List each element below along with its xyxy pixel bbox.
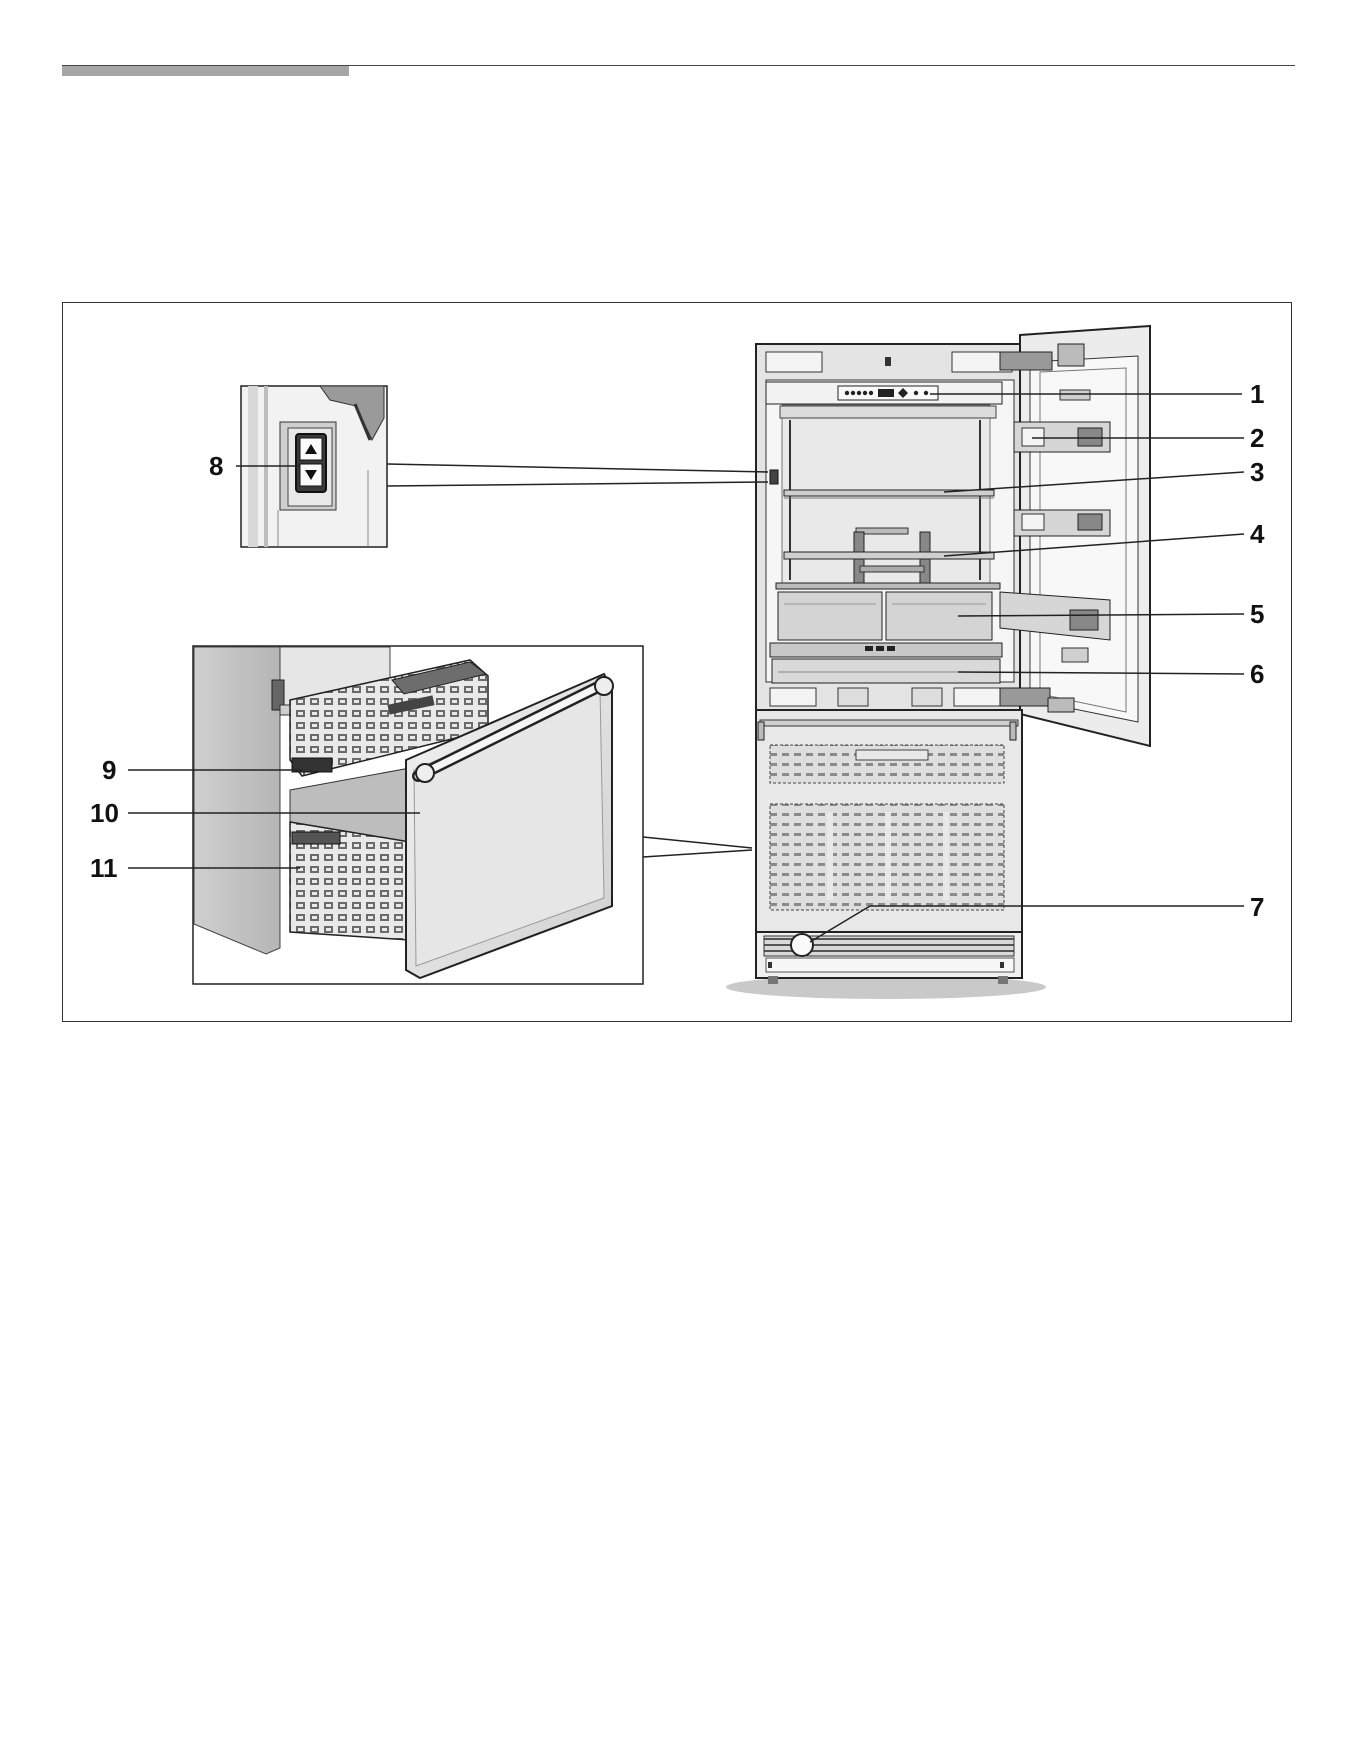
- callout-8: 8: [209, 451, 223, 481]
- power-switch-icon: [791, 934, 813, 956]
- drawer-connector-bottom: [643, 850, 752, 857]
- fridge-door: [1000, 326, 1150, 746]
- interior-light-strip: [780, 406, 996, 418]
- door-bin-middle: [1014, 510, 1110, 536]
- refrigerator-main: [726, 326, 1150, 999]
- door-bin-top: [1014, 422, 1110, 452]
- interior-switch: [770, 470, 778, 484]
- callout-6: 6: [1250, 659, 1264, 689]
- inset-connector-bottom: [387, 482, 768, 486]
- callout-4: 4: [1250, 519, 1265, 549]
- callout-10: 10: [90, 798, 119, 828]
- inset-drawer-detail: [193, 646, 643, 984]
- callout-2: 2: [1250, 423, 1264, 453]
- top-trim-left: [766, 352, 822, 372]
- top-badge: [885, 357, 891, 366]
- inset-connector-top: [387, 464, 768, 472]
- callout-9: 9: [102, 755, 116, 785]
- callout-7: 7: [1250, 892, 1264, 922]
- deli-drawer: [770, 643, 1002, 683]
- callout-11: 11: [90, 853, 118, 883]
- crisper-drawers: [776, 583, 1000, 640]
- toe-kick-grille: [756, 932, 1022, 984]
- callout-3: 3: [1250, 457, 1264, 487]
- callout-5: 5: [1250, 599, 1264, 629]
- callout-1: 1: [1250, 379, 1264, 409]
- drawer-connector-top: [643, 837, 752, 848]
